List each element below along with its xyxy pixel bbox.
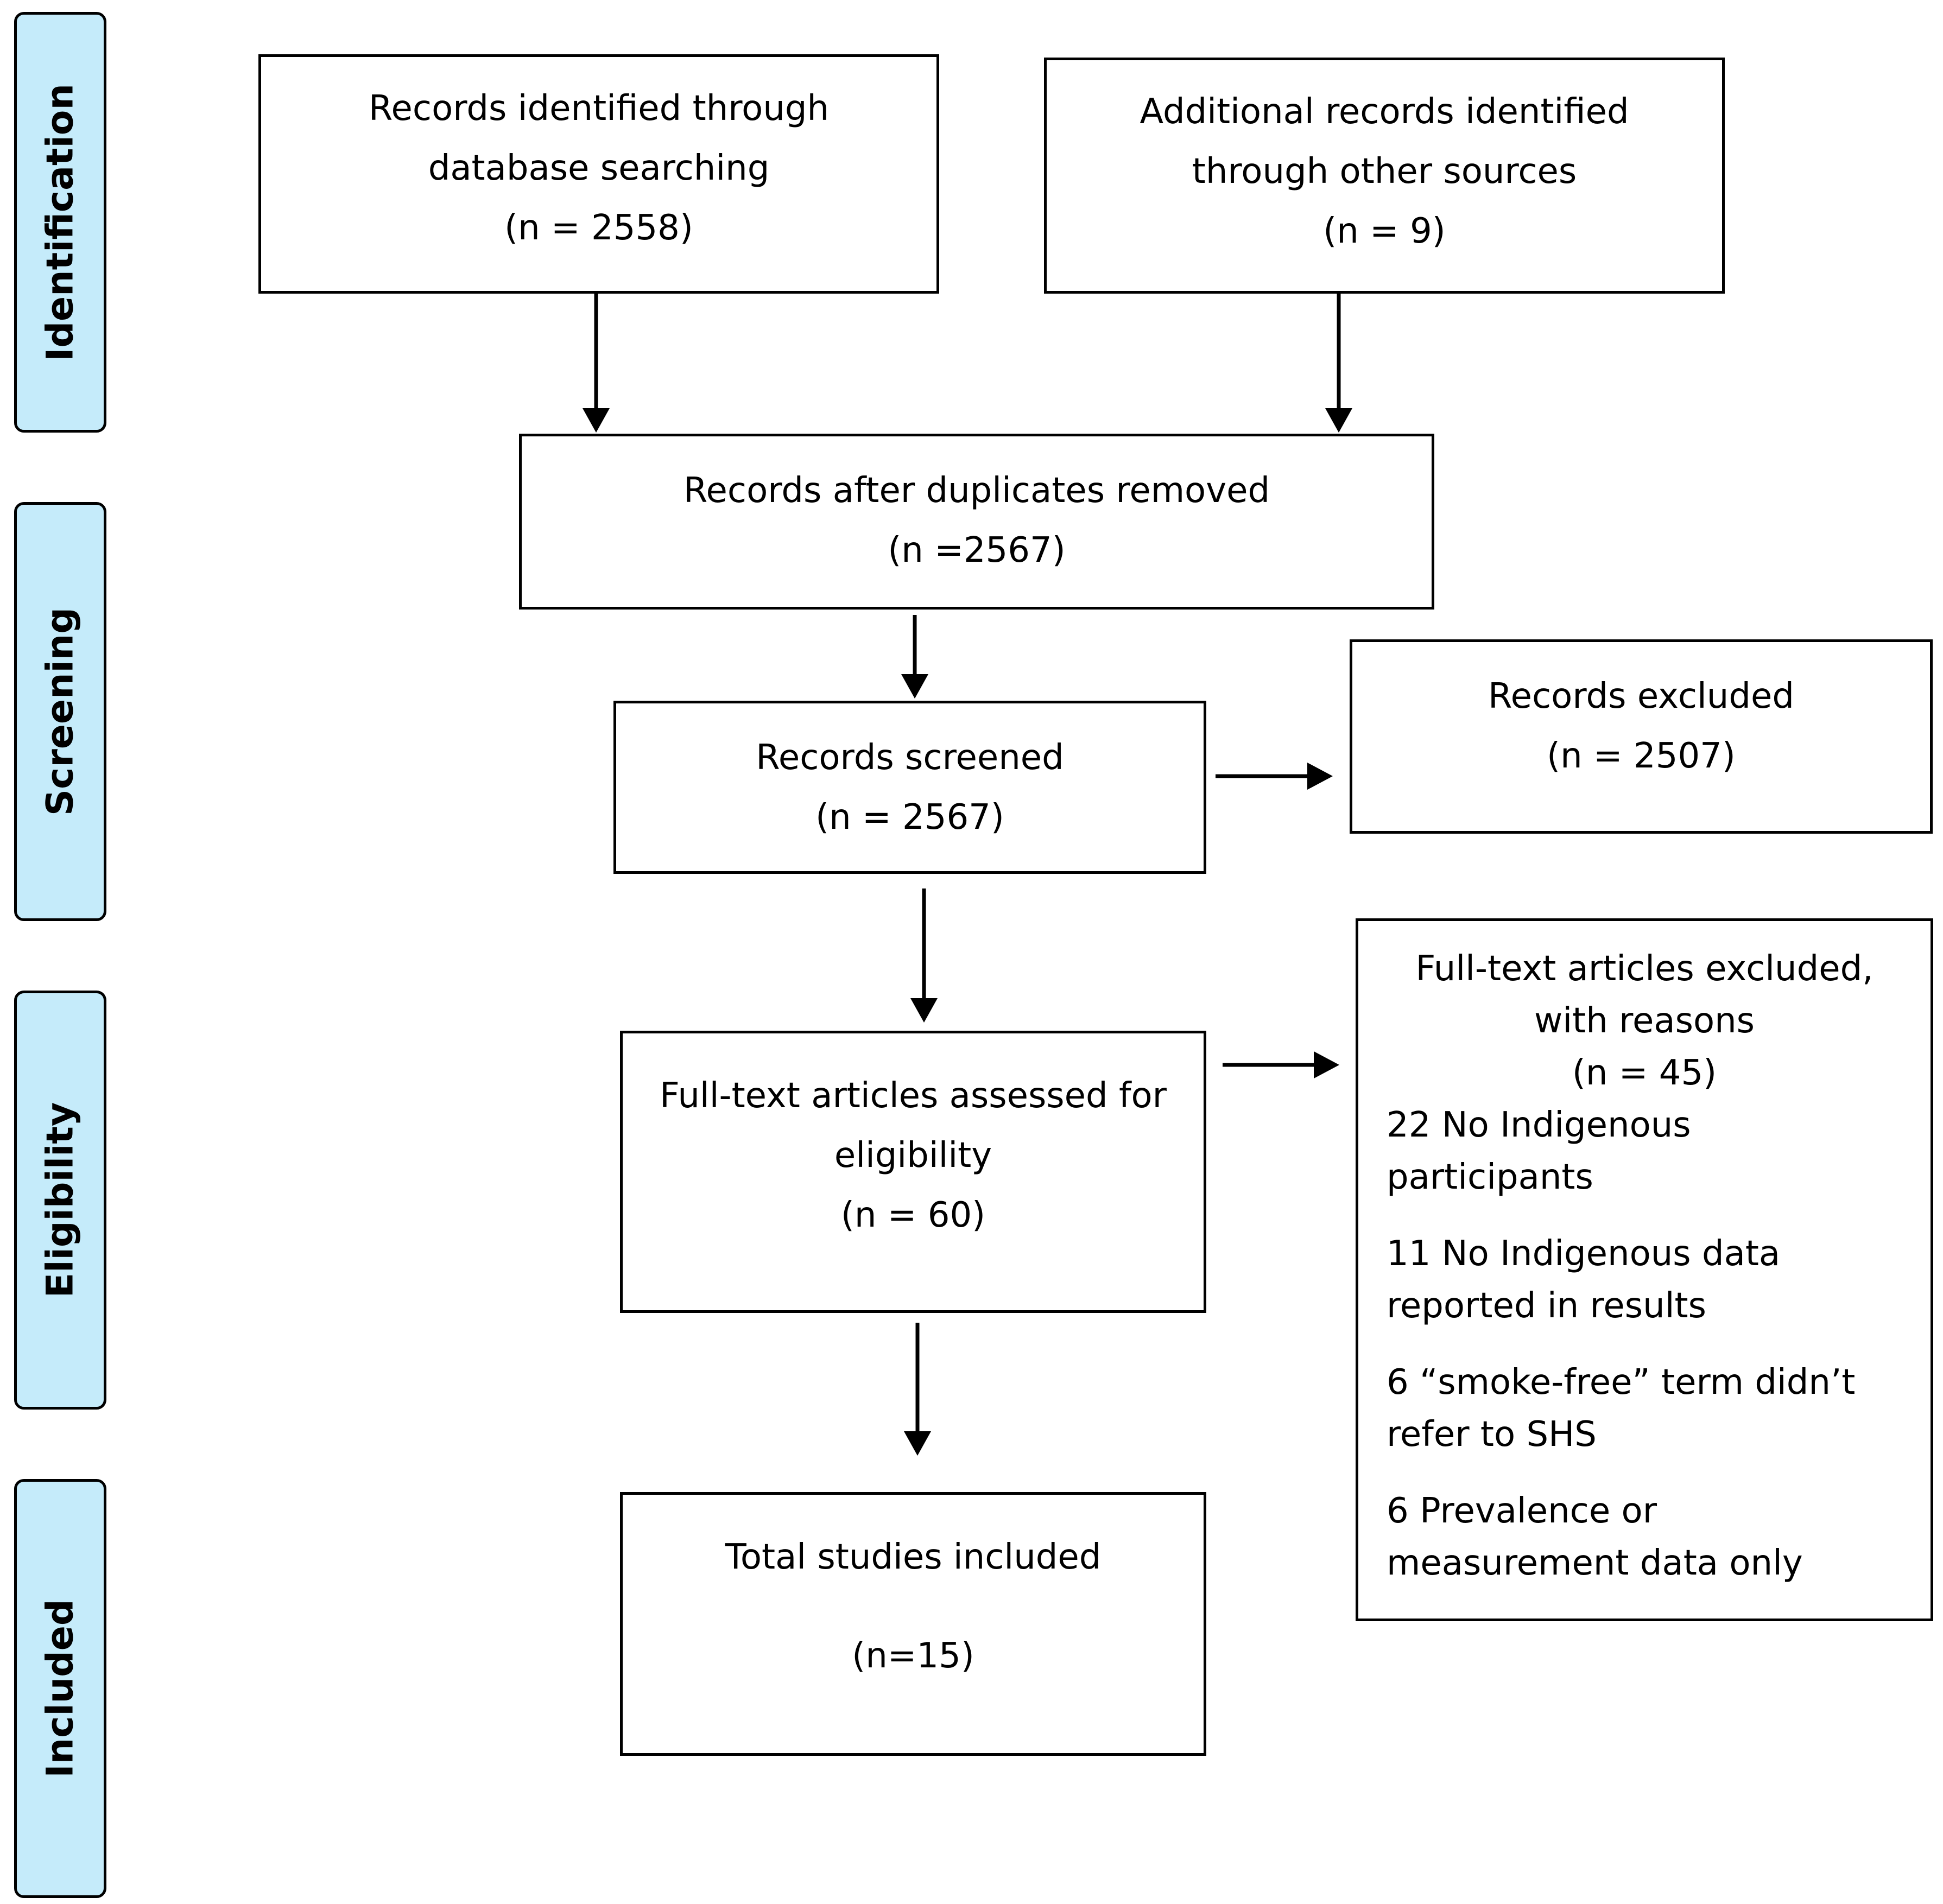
included-box: Total studies included (n=15) xyxy=(620,1492,1206,1756)
arrowhead-other-to-duplicates xyxy=(1325,408,1352,433)
included-line1: Total studies included xyxy=(725,1537,1102,1577)
records-excluded-count: (n = 2507) xyxy=(1547,736,1736,776)
exclusion-reason-1-line1: 22 No Indigenous xyxy=(1387,1105,1691,1145)
fulltext-assessed-count: (n = 60) xyxy=(840,1195,986,1235)
records-excluded-line1: Records excluded xyxy=(1488,676,1794,716)
stage-label-eligibility: Eligibility xyxy=(39,1102,82,1298)
stage-screening: Screening xyxy=(14,502,106,921)
included-count: (n=15) xyxy=(852,1636,974,1676)
exclusion-reason: 6 “smoke-free” term didn’t refer to SHS xyxy=(1387,1356,1931,1461)
stage-label-screening: Screening xyxy=(39,607,82,816)
exclusion-reason: 6 Prevalence or measurement data only xyxy=(1387,1485,1931,1589)
arrowhead-fulltext-to-excluded xyxy=(1314,1051,1339,1078)
fulltext-excluded-box: Full-text articles excluded, with reason… xyxy=(1356,918,1933,1621)
stage-label-identification: Identification xyxy=(39,83,82,361)
records-screened-line1: Records screened xyxy=(756,738,1064,778)
stage-included: Included xyxy=(14,1479,106,1898)
fulltext-excluded-count: (n = 45) xyxy=(1572,1053,1717,1093)
other-sources-box: Additional records identified through ot… xyxy=(1044,58,1725,294)
records-screened-box: Records screened (n = 2567) xyxy=(613,701,1206,874)
records-screened-count: (n = 2567) xyxy=(815,797,1004,837)
database-search-line2: database searching xyxy=(428,148,770,188)
exclusion-reason-3-line2: refer to SHS xyxy=(1387,1414,1597,1455)
duplicates-removed-line1: Records after duplicates removed xyxy=(683,471,1270,511)
arrowhead-screened-to-fulltext xyxy=(910,998,938,1023)
exclusion-reason-4-line2: measurement data only xyxy=(1387,1543,1803,1583)
database-search-box: Records identified through database sear… xyxy=(258,54,939,294)
fulltext-assessed-box: Full-text articles assessed for eligibil… xyxy=(620,1031,1206,1313)
stage-identification: Identification xyxy=(14,12,106,433)
duplicates-removed-box: Records after duplicates removed (n =256… xyxy=(519,434,1434,610)
exclusion-reason-4-line1: 6 Prevalence or xyxy=(1387,1491,1657,1531)
arrowhead-fulltext-to-included xyxy=(904,1431,931,1456)
fulltext-assessed-line1: Full-text articles assessed for xyxy=(660,1076,1167,1116)
fulltext-assessed-line2: eligibility xyxy=(834,1135,992,1176)
database-search-count: (n = 2558) xyxy=(504,208,693,248)
exclusion-reason-2-line1: 11 No Indigenous data xyxy=(1387,1234,1781,1274)
arrowhead-database-to-duplicates xyxy=(583,408,610,433)
other-sources-count: (n = 9) xyxy=(1323,211,1446,251)
exclusion-reason-3-line1: 6 “smoke-free” term didn’t xyxy=(1387,1362,1856,1402)
fulltext-excluded-line1: Full-text articles excluded, xyxy=(1415,949,1874,989)
other-sources-line1: Additional records identified xyxy=(1140,92,1629,132)
exclusion-reason-1-line2: participants xyxy=(1387,1157,1593,1197)
other-sources-line2: through other sources xyxy=(1192,151,1577,192)
stage-label-included: Included xyxy=(39,1599,82,1778)
records-excluded-box: Records excluded (n = 2507) xyxy=(1350,639,1933,834)
database-search-line1: Records identified through xyxy=(368,88,830,129)
exclusion-reason: 22 No Indigenous participants xyxy=(1387,1099,1931,1203)
exclusion-reason: 11 No Indigenous data reported in result… xyxy=(1387,1228,1931,1332)
arrowhead-screened-to-excluded xyxy=(1307,763,1333,790)
duplicates-removed-count: (n =2567) xyxy=(888,530,1066,570)
exclusion-reason-2-line2: reported in results xyxy=(1387,1286,1706,1326)
stage-eligibility: Eligibility xyxy=(14,991,106,1410)
fulltext-excluded-line2: with reasons xyxy=(1534,1001,1755,1041)
arrowhead-duplicates-to-screened xyxy=(901,674,928,699)
